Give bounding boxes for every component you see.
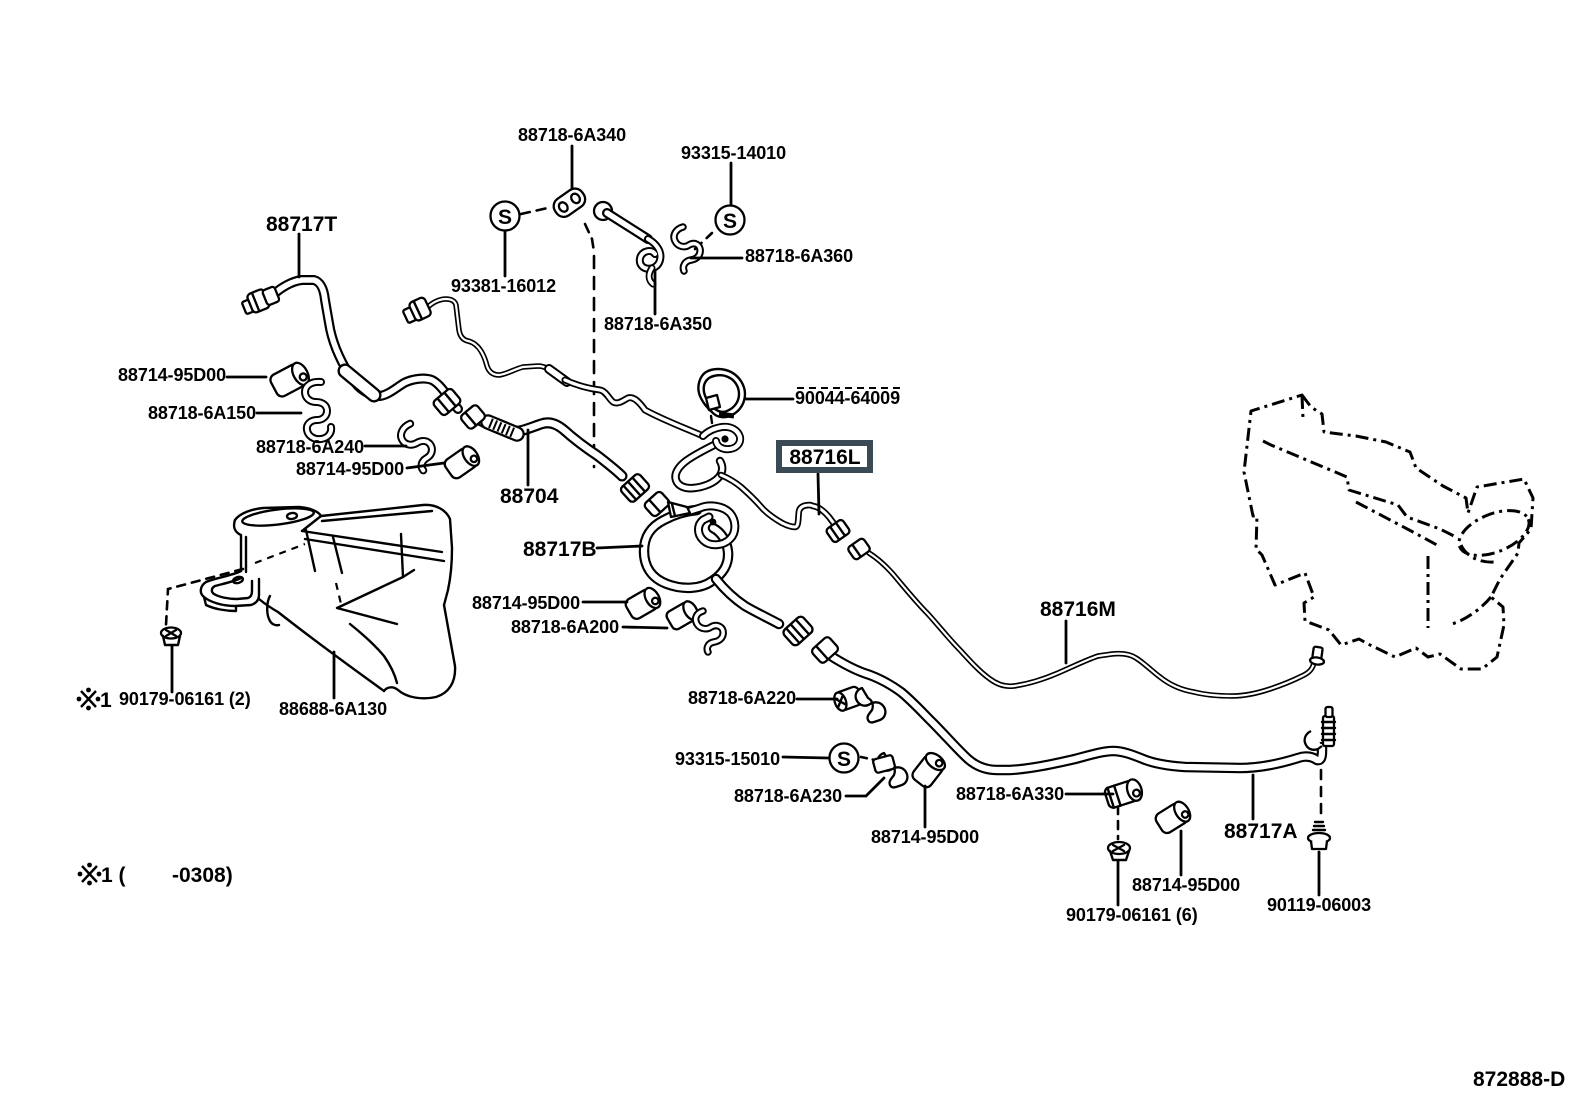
svg-text:93381-16012: 93381-16012 (451, 276, 556, 296)
svg-text:88716L: 88716L (789, 446, 860, 469)
svg-text:88714-95D00: 88714-95D00 (871, 827, 979, 847)
svg-text:90179-06161 (2): 90179-06161 (2) (119, 689, 251, 709)
svg-text:1: 1 (100, 689, 112, 712)
svg-text:88714-95D00: 88714-95D00 (118, 365, 226, 385)
svg-text:88688-6A130: 88688-6A130 (279, 699, 387, 719)
svg-text:88717T: 88717T (266, 213, 337, 236)
svg-text:90044-64009: 90044-64009 (795, 388, 900, 408)
svg-text:872888-D: 872888-D (1473, 1068, 1565, 1091)
svg-text:S: S (723, 210, 737, 233)
svg-text:88718-6A360: 88718-6A360 (745, 246, 853, 266)
svg-text:-0308): -0308) (172, 864, 233, 887)
svg-text:88717B: 88717B (523, 538, 597, 561)
svg-text:88718-6A340: 88718-6A340 (518, 125, 626, 145)
svg-text:88704: 88704 (500, 485, 559, 508)
svg-text:88718-6A230: 88718-6A230 (734, 786, 842, 806)
svg-text:93315-15010: 93315-15010 (675, 749, 780, 769)
svg-text:88718-6A200: 88718-6A200 (511, 617, 619, 637)
svg-text:S: S (837, 748, 851, 771)
svg-text:88718-6A350: 88718-6A350 (604, 314, 712, 334)
svg-text:88716M: 88716M (1040, 598, 1116, 621)
svg-text:90179-06161 (6): 90179-06161 (6) (1066, 905, 1198, 925)
svg-text:88717A: 88717A (1224, 820, 1298, 843)
svg-text:88718-6A220: 88718-6A220 (688, 688, 796, 708)
svg-text:88714-95D00: 88714-95D00 (1132, 875, 1240, 895)
svg-text:90119-06003: 90119-06003 (1267, 895, 1371, 915)
svg-text:S: S (498, 206, 512, 229)
svg-text:88718-6A240: 88718-6A240 (256, 437, 364, 457)
svg-text:88714-95D00: 88714-95D00 (472, 593, 580, 613)
svg-text:88714-95D00: 88714-95D00 (296, 459, 404, 479)
svg-text:93315-14010: 93315-14010 (681, 143, 786, 163)
svg-text:88718-6A150: 88718-6A150 (148, 403, 256, 423)
svg-text:1 (: 1 ( (101, 864, 126, 887)
svg-text:88718-6A330: 88718-6A330 (956, 784, 1064, 804)
